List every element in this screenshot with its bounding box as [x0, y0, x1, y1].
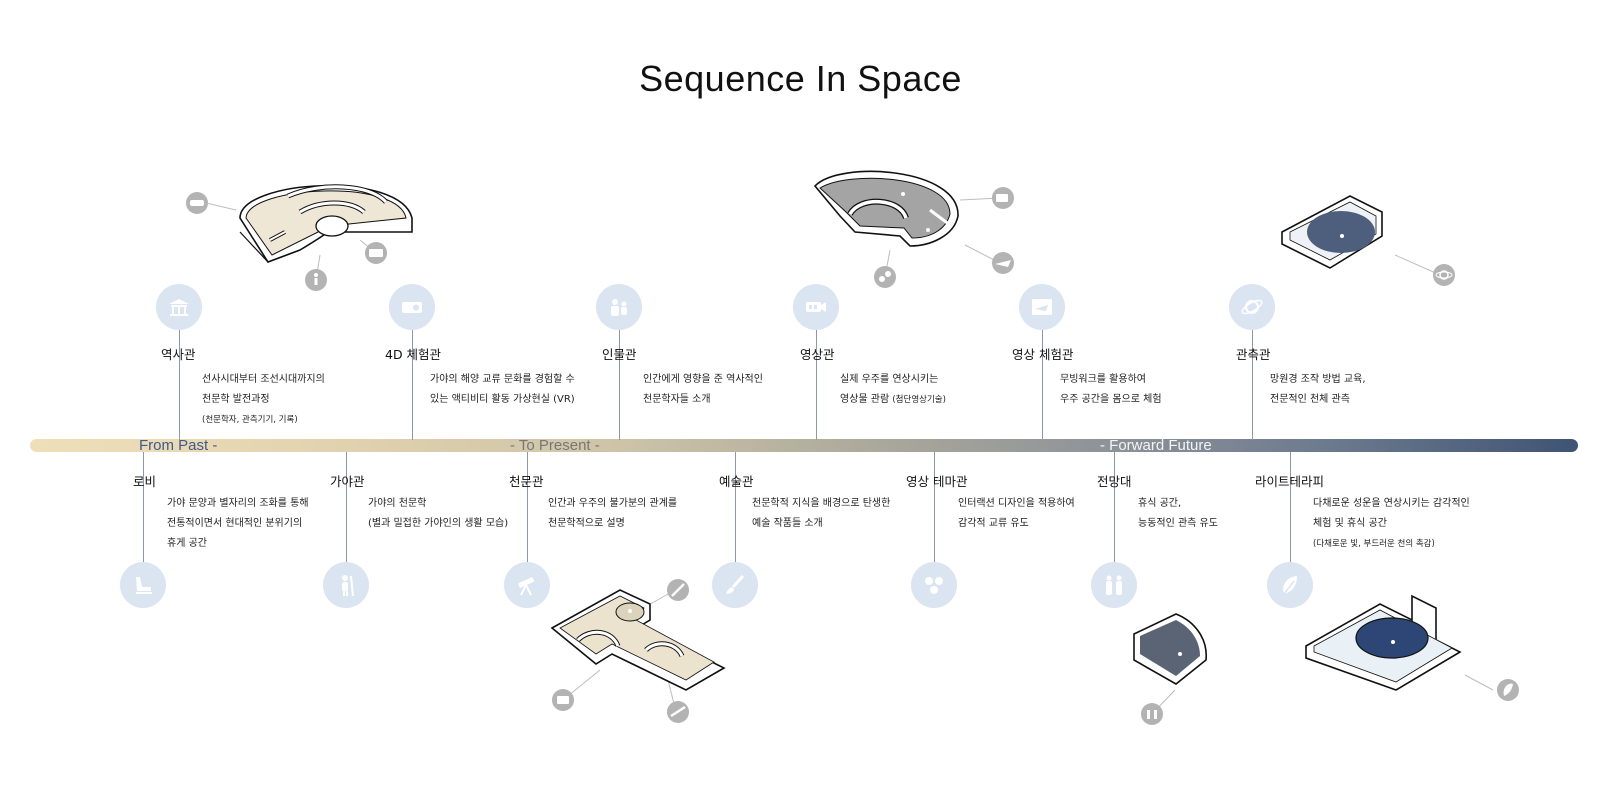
video-camera-icon [806, 302, 826, 312]
exhibit-label: 로비 [133, 474, 157, 489]
iso-building-astronomy [550, 589, 726, 691]
phase-future-label: - Forward Future [1100, 437, 1212, 454]
exhibit-label: 전망대 [1097, 474, 1132, 489]
stem [1252, 324, 1254, 440]
bubble-projector-icon-2 [552, 689, 574, 711]
iso-building-history [239, 184, 413, 263]
person-staff-icon [342, 575, 354, 597]
bubble-paintbrush-icon [667, 579, 689, 601]
exhibit-icon-badge [1091, 562, 1137, 608]
page-title: Sequence In Space [639, 58, 962, 99]
phase-past-label: From Past - [139, 437, 218, 454]
stem [735, 452, 737, 562]
bubble-projector-icon [365, 242, 387, 264]
exhibit-icon-badge [156, 284, 202, 330]
exhibit-icon-badge [1229, 284, 1275, 330]
bubble-telescope-icon [667, 701, 689, 723]
stem [179, 324, 181, 440]
planet-icon [1241, 299, 1263, 315]
exhibit-icon-badge [911, 562, 957, 608]
stem [619, 324, 621, 440]
ship-screen-icon [1032, 299, 1052, 315]
bubble-planet-icon [1433, 264, 1455, 286]
stem [934, 452, 936, 562]
exhibit-icon-badge [596, 284, 642, 330]
exhibit-label: 예술관 [719, 474, 754, 489]
exhibit-icon-badge [120, 562, 166, 608]
iso-building-observation-deck [1133, 613, 1207, 685]
lounge-chair-icon [136, 577, 152, 594]
exhibit-label: 관측관 [1236, 347, 1271, 362]
interactive-objects-icon [925, 577, 943, 594]
exhibit-label: 4D 체험관 [385, 347, 442, 362]
exhibit-label: 역사관 [161, 347, 196, 362]
stem [816, 324, 818, 440]
exhibit-label: 영상 체험관 [1012, 347, 1074, 362]
exhibit-label: 인물관 [602, 347, 637, 362]
stem [143, 452, 145, 562]
exhibit-icon-badge [323, 562, 369, 608]
bubble-camera-icon [992, 187, 1014, 209]
exhibit-label: 천문관 [509, 474, 544, 489]
iso-building-light-therapy [1305, 594, 1462, 691]
stem [412, 324, 414, 440]
bubble-ship-icon [992, 252, 1014, 274]
exhibit-label: 라이트테라피 [1255, 474, 1325, 489]
projector-icon [402, 302, 422, 313]
people-icon [611, 299, 627, 316]
stem [527, 452, 529, 562]
exhibit-label: 가야관 [330, 474, 365, 489]
telescope-icon [518, 577, 535, 596]
timeline-bar [30, 439, 1578, 452]
exhibit-label: 영상관 [800, 347, 835, 362]
bubble-tank-icon [186, 192, 208, 214]
paintbrush-icon [726, 574, 745, 594]
exhibit-icon-badge [504, 562, 550, 608]
exhibit-icon-badge [1267, 562, 1313, 608]
palace-icon [169, 299, 189, 316]
stem [1290, 452, 1292, 562]
observation-people-icon [1106, 575, 1122, 595]
bubble-leaf-icon [1497, 679, 1519, 701]
bubble-person-icon [305, 269, 327, 291]
stem [346, 452, 348, 562]
bubble-gears-icon [874, 266, 896, 288]
stem [1114, 452, 1116, 562]
leaf-light-icon [1283, 576, 1297, 595]
phase-present-label: - To Present - [510, 437, 600, 454]
exhibit-description: 망원경 조작 방법 교육,전문적인 천체 관측 [1270, 374, 1366, 405]
leader-lines [205, 197, 1494, 715]
exhibit-icon-badge [389, 284, 435, 330]
iso-building-observatory [1281, 195, 1383, 269]
exhibit-description: 가야의 천문학(별과 밀접한 가야인의 생활 모습) [368, 498, 509, 529]
exhibit-label: 영상 테마관 [906, 474, 968, 489]
iso-building-cinema [813, 170, 959, 247]
exhibit-icon-badge [712, 562, 758, 608]
exhibit-icon-badge [1019, 284, 1065, 330]
illustration-bubbles [186, 187, 1519, 725]
stem [1042, 324, 1044, 440]
exhibit-description: 휴식 공간,능동적인 관측 유도 [1138, 498, 1218, 529]
exhibit-icon-badge [793, 284, 839, 330]
bubble-people-icon [1141, 703, 1163, 725]
